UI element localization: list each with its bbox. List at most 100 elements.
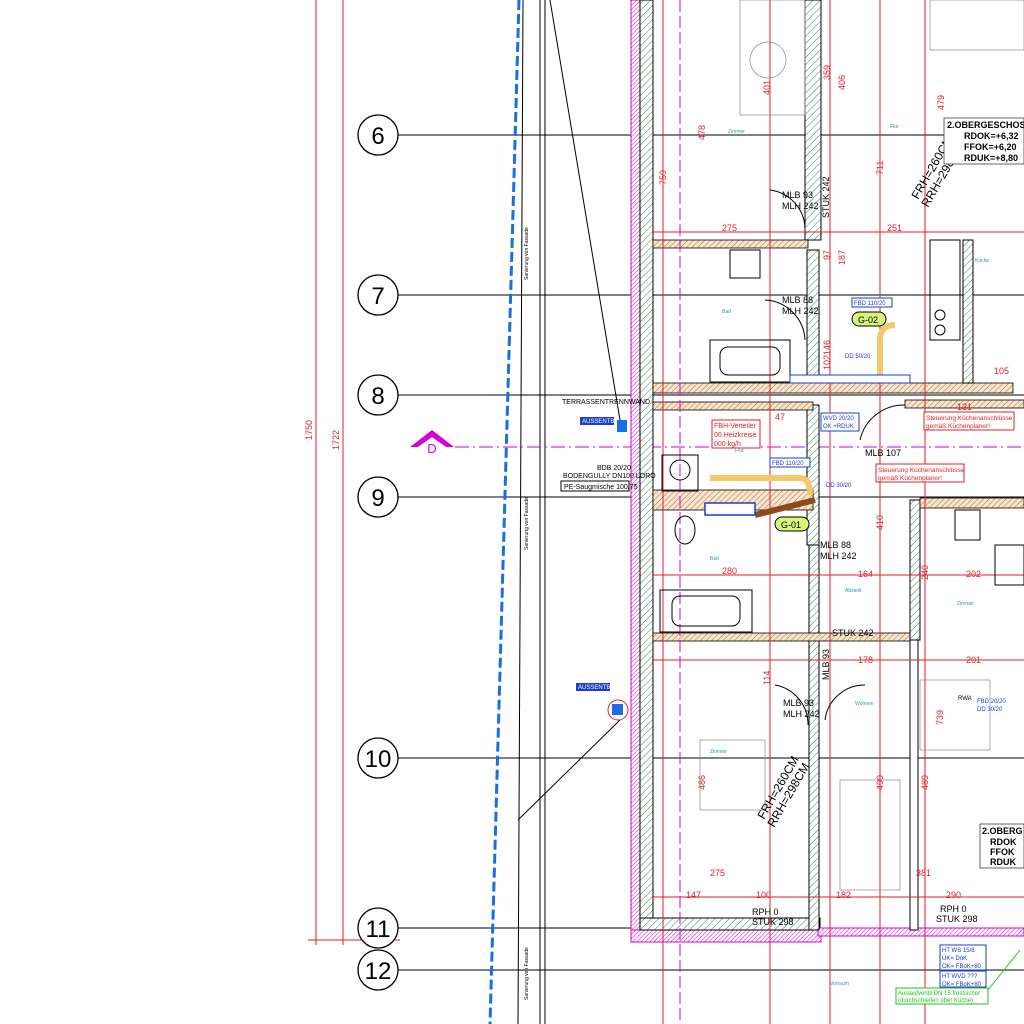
drawing-mark [987,949,1021,991]
drawing-label: 486 [697,775,707,790]
drawing-mark [754,497,816,518]
drawing-label: STUK 242 [821,176,831,218]
drawing-mark [954,509,981,541]
drawing-mark [994,544,1024,586]
drawing-label: Küche [975,258,989,264]
drawing-mark [617,420,627,432]
drawing-label: FBD 110/20 [772,461,804,467]
drawing-label: (durchschleifen über Küche) [898,998,973,1004]
drawing-label: MLH 242 [820,551,857,561]
drawing-label: STUK 242 [832,628,874,638]
drawing-mark [769,457,811,468]
level-note-floor-2: 2.OBERG [982,826,1023,836]
drawing-label: 240 [920,565,930,580]
drawing-mark [612,704,623,715]
drawing-mark [789,374,911,384]
drawing-label: OK +RDUK [823,424,854,430]
drawing-label: 251 [887,223,902,233]
drainage-notes: TERRASSENTRENNWAND BDB 20/20 BODENGULLY … [560,399,656,492]
axis-10: 10 [357,737,399,779]
drawing-mark [410,430,454,447]
drawing-label: 12 [365,958,392,985]
drawing-mark [639,0,654,941]
drawing-label: STUK 298 [936,914,978,924]
dim-inner: 1722 [331,430,341,450]
drawing-mark [669,459,691,481]
drawing-label: 275 [710,868,725,878]
drawing-label: Auslaufventil DN 15 frostsicher [898,991,980,997]
drawing-label: G-01 [781,520,801,530]
drawing-label: 97 [822,250,832,260]
drawing-label: 47 [775,412,785,422]
level-note-rduk: RDUK=+8,80 [964,153,1018,163]
drawing-mark [808,544,820,931]
level-note-ffok-2: FFOK [990,847,1015,857]
drawing-label: 8 [371,383,384,410]
drawing-mark [699,739,766,811]
drawing-mark [877,322,896,380]
drawing-mark [895,987,989,1005]
drawing-mark [652,382,1014,394]
drawing-mark [764,299,806,341]
drawing-mark [719,346,781,376]
drawing-mark [630,0,641,941]
drawing-label: 406 [837,75,847,90]
drawing-mark [909,499,921,641]
drawing-label: Wohnen [855,701,874,707]
structural-grid: 6 7 8 9 10 11 12 [357,114,1024,991]
drawing-label: 11 [366,916,391,943]
drawing-label: 410 [875,515,885,530]
drawing-mark [659,589,753,633]
drawing-label: FBD 110/20 [854,301,886,307]
drawing-mark [769,189,806,229]
facade-lines: Sanierung von Fassade Sanierung von Fass… [488,0,621,1024]
drawing-mark [934,324,946,336]
exterior-wall [630,0,1024,943]
drawing-mark [929,239,961,341]
drawing-label: PE-Saugmische 100/75 [564,484,638,491]
red-notes: FBH-Verteiler 00 Heizkreise 000 kg/h Ste… [711,411,1015,483]
drawing-label: HT WVD ??? [942,974,978,980]
level-note-floor: 2.OBERGESCHOSS [947,120,1024,130]
drawing-label: MLB 107 [865,448,901,458]
drawing-label: 711 [875,161,885,175]
axis-9: 9 [357,476,399,518]
drawing-mark [739,0,806,116]
left-dimensions: 1750 1722 [304,0,400,945]
drawing-mark [817,927,1024,937]
drawing-mark [806,249,820,391]
drawing-mark [804,0,822,241]
axis-8: 8 [357,374,399,416]
drawing-label: Zimmer [957,601,974,607]
drawing-label: Steuerung Küchenanschlüsse [878,467,965,474]
drawing-label: 187 [837,250,847,265]
drawing-label: BDB 20/20 [597,465,631,472]
drawing-mark [488,0,521,1024]
drawing-label: 479 [936,95,946,110]
drawing-label: 478 [697,125,707,140]
drawing-mark [711,419,761,449]
dimension-lines: 478 759 711 479 486 499 489 410 359 406 … [652,0,1024,1024]
drawing-mark [652,401,814,411]
drawing-label: MLB 93 [821,649,831,680]
drawing-mark [517,719,621,821]
drawing-mark [549,0,621,421]
drawing-mark [704,502,756,516]
drawing-label: G-02 [858,315,878,325]
drawing-label: RWA [958,696,972,702]
drawing-label: WVD 20/20 [823,416,854,422]
fixture-tag-g02: G-02 [851,311,887,327]
drawing-mark [357,374,399,416]
drawing-mark [357,907,399,949]
drawing-mark [929,0,1024,51]
drawing-label: MLB 93 [782,190,813,200]
level-note-rduk-2: RDUK [990,857,1016,867]
drawing-label: Bad [722,309,731,315]
drawing-mark [824,684,866,721]
drawing-label: FBH-Verteiler [714,423,757,430]
drawing-label: 290 [946,890,961,900]
room-labels: Zimmer Flur Bad Bad Flur Zimmer Wohnen K… [710,124,989,987]
drawing-label: 100 [756,890,771,900]
axis-11: 11 [357,907,399,949]
